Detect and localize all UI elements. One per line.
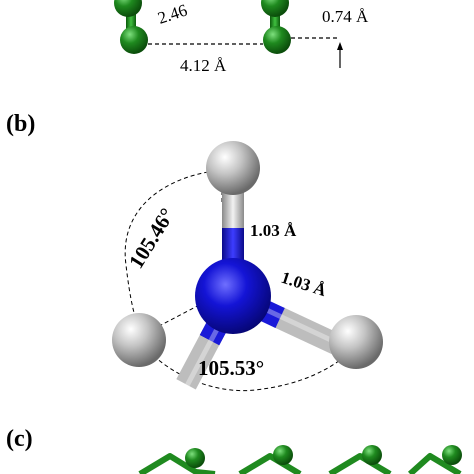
bond-length-right-label: 1.03 Å <box>279 268 330 301</box>
height-label: 0.74 Å <box>322 7 369 26</box>
panel-c: (c) <box>6 426 462 474</box>
cl-bond-left <box>126 0 136 40</box>
cl-atom-top-left <box>114 0 142 17</box>
cl-atom-c4 <box>442 445 462 465</box>
zigzag-chain <box>138 453 462 474</box>
cl-atom-bottom-right <box>263 26 291 54</box>
angle-ref-line-1 <box>139 301 206 337</box>
width-label: 4.12 Å <box>180 56 227 75</box>
height-arrow-head <box>337 42 343 50</box>
bond-length-top-label: 1.03 Å <box>250 221 297 240</box>
nitrogen-atom <box>195 258 271 334</box>
panel-c-label: (c) <box>6 426 33 452</box>
cl-atom-c3 <box>362 445 382 465</box>
cl-atom-bottom-left <box>120 26 148 54</box>
angle-left-label: 105.46° <box>124 204 179 273</box>
hydrogen-atom-top <box>206 141 260 195</box>
cl-atom-top-right <box>261 0 289 17</box>
hydrogen-atom-right <box>329 315 383 369</box>
diag-distance-label: 2.46 <box>155 1 189 28</box>
cl-bond-right <box>270 0 280 40</box>
cl-atom-c1 <box>185 448 205 468</box>
angle-arc-left <box>124 169 223 331</box>
panel-b-label: (b) <box>6 111 35 137</box>
panel-a: 2.46 0.74 Å 4.12 Å <box>114 0 369 75</box>
cl-atom-c2 <box>273 445 293 465</box>
panel-b: (b) <box>6 111 383 392</box>
angle-bottom-label: 105.53° <box>198 356 264 380</box>
hydrogen-atom-left <box>112 313 166 367</box>
